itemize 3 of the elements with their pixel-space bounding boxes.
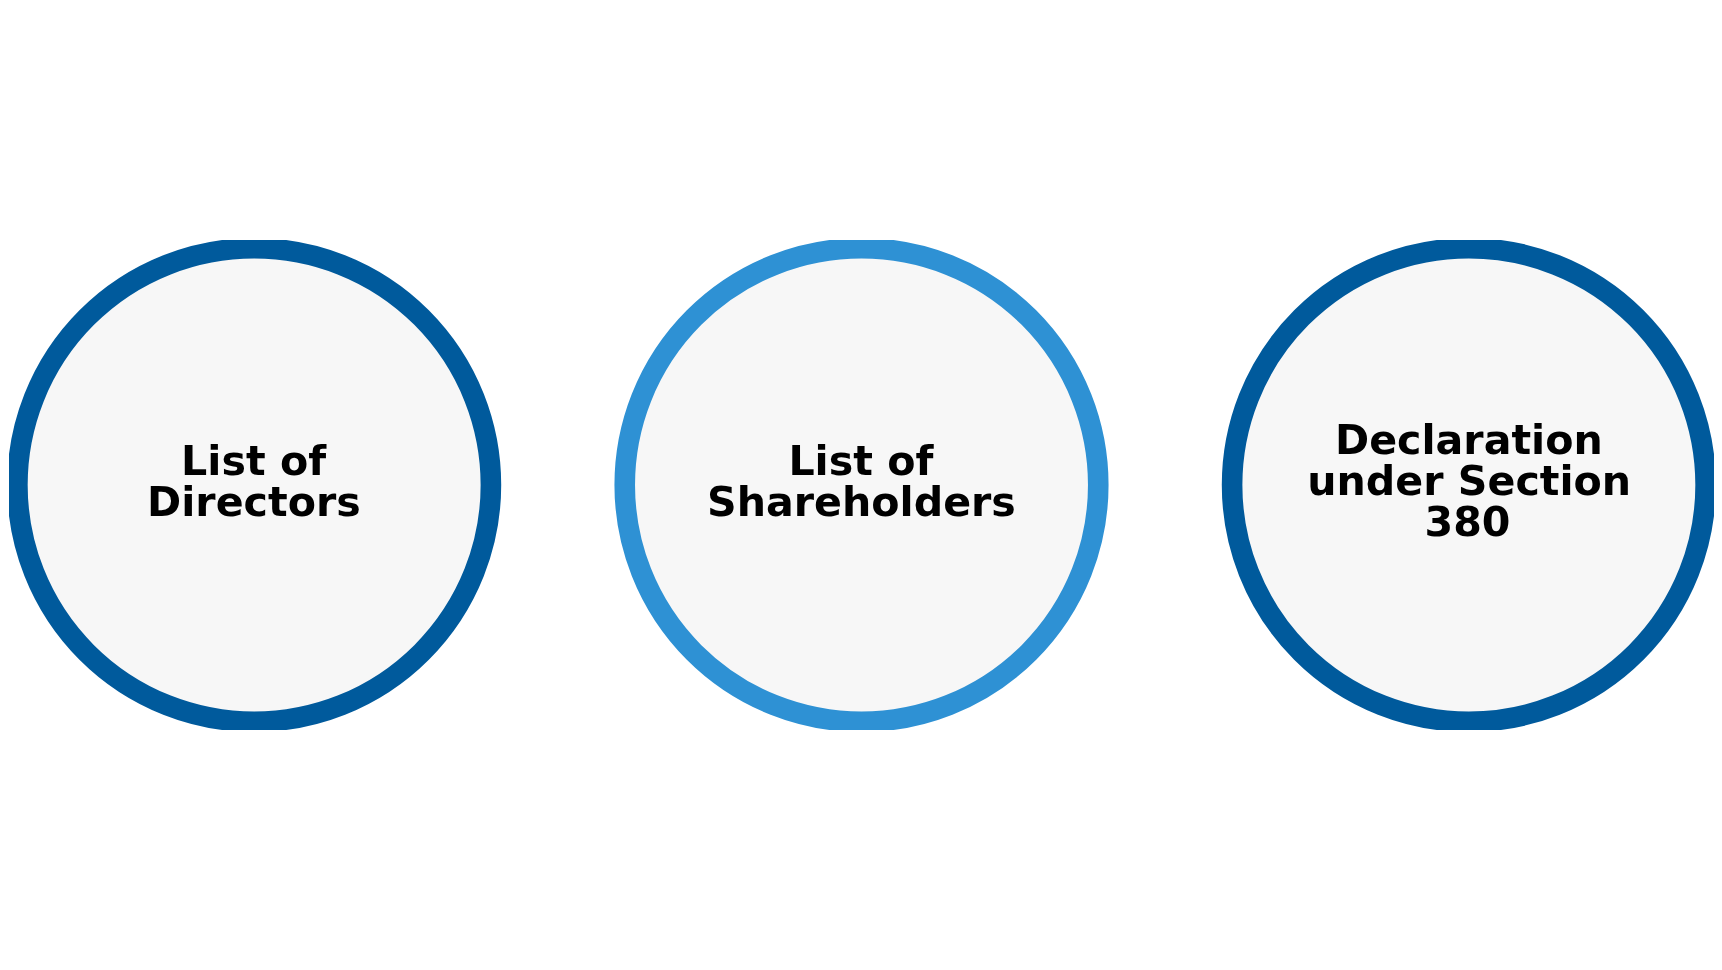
node-circle: List of Directors (8, 240, 501, 730)
node-circle: Declaration under Section 380 (1221, 240, 1714, 730)
node-circle: List of Shareholders (613, 240, 1109, 730)
